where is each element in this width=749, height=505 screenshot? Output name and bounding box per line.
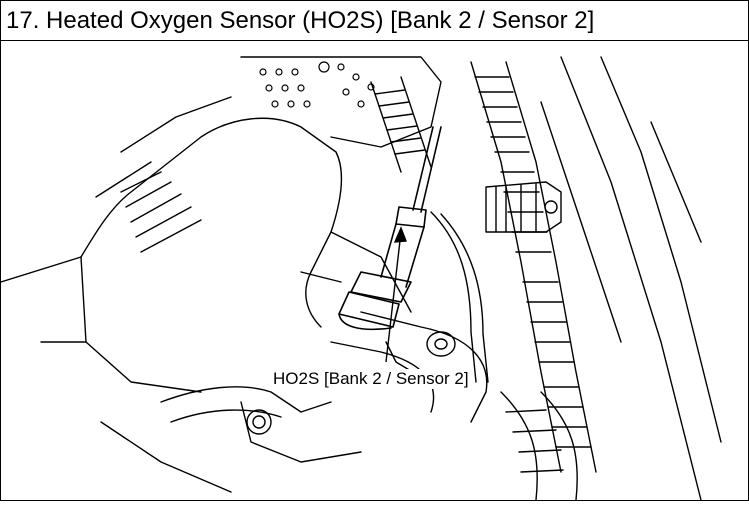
lower-bracket [160, 386, 332, 413]
page-title: 17. Heated Oxygen Sensor (HO2S) [Bank 2 … [1, 1, 748, 41]
corrugated-pipe [370, 76, 432, 173]
manifold-housing [80, 117, 343, 328]
sensor-callout-label: HO2S [Bank 2 / Sensor 2] [271, 369, 471, 389]
lower-pipe [500, 391, 538, 501]
engine-block-top [240, 56, 442, 148]
bolt-lower-left [246, 409, 272, 435]
sensor-connector [485, 181, 562, 233]
bolt-hole-pattern [259, 61, 375, 108]
engine-diagram: HO2S [Bank 2 / Sensor 2] [0, 42, 748, 501]
heat-shield-ribs [120, 171, 202, 253]
wiring-harness-sleeve [470, 61, 597, 473]
callout-leader [385, 226, 407, 363]
oxygen-sensor [338, 126, 442, 331]
sensor-lead [430, 211, 477, 383]
exhaust-flange [360, 311, 488, 423]
firewall-panel [560, 56, 702, 501]
